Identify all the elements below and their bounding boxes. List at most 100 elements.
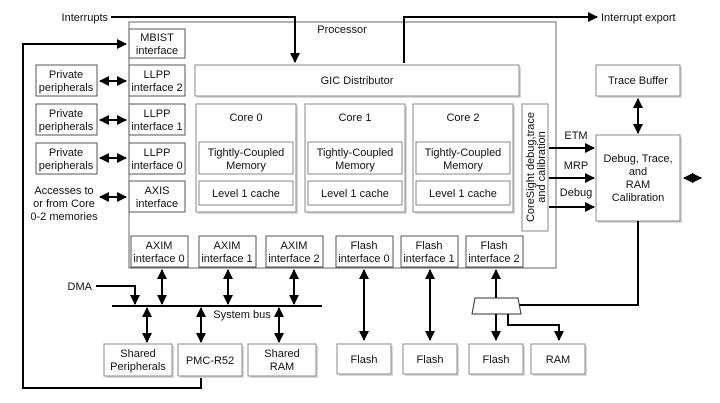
coresight-block: CoreSight debug,trace and calibration [521, 103, 549, 232]
calibration-mux-line [517, 221, 639, 306]
svg-text:Flash: Flash [416, 240, 443, 252]
svg-text:Memory: Memory [443, 160, 483, 172]
svg-text:CoreSight debug,trace: CoreSight debug,trace [525, 112, 537, 222]
flash-interface-2: Flash interface 2 [465, 235, 524, 268]
flash-2: Flash [468, 343, 525, 376]
llpp-interface-2: LLPP interface 2 [128, 64, 186, 97]
svg-text:Level 1 cache: Level 1 cache [429, 188, 497, 200]
svg-text:Tightly-Coupled: Tightly-Coupled [425, 147, 502, 159]
core-0: Core 0 Tightly-Coupled Memory Level 1 ca… [195, 103, 298, 214]
mbist-loop-arrow [22, 39, 202, 389]
svg-text:Private: Private [49, 69, 83, 81]
interrupt-export-arrow [403, 12, 598, 63]
svg-text:peripherals: peripherals [39, 82, 94, 94]
svg-text:interface 2: interface 2 [468, 253, 519, 265]
shared-peripherals: Shared Peripherals [103, 343, 174, 378]
ram: RAM [530, 343, 587, 376]
svg-text:interface 0: interface 0 [338, 253, 389, 265]
pmc-r52: PMC-R52 [177, 343, 244, 378]
svg-text:LLPP: LLPP [144, 147, 171, 159]
svg-text:Peripherals: Peripherals [110, 361, 166, 373]
svg-text:Level 1 cache: Level 1 cache [212, 188, 280, 200]
svg-text:LLPP: LLPP [144, 69, 171, 81]
debug-label: Debug [560, 187, 592, 199]
svg-text:interface 1: interface 1 [403, 253, 454, 265]
svg-text:Tightly-Coupled: Tightly-Coupled [317, 147, 394, 159]
svg-text:Core 2: Core 2 [446, 112, 479, 124]
mbist-interface: MBIST interface [128, 28, 186, 59]
axis-interface: AXIS interface [128, 180, 186, 213]
svg-text:Flash: Flash [481, 240, 508, 252]
svg-text:Shared: Shared [120, 348, 155, 360]
svg-text:Level 1 cache: Level 1 cache [321, 188, 389, 200]
dma-arrow [96, 285, 140, 305]
axim-interface-0: AXIM interface 0 [130, 235, 189, 268]
private-peripherals-0: Private peripherals [35, 142, 98, 175]
interrupts-label: Interrupts [62, 12, 109, 24]
shared-ram: Shared RAM [247, 343, 318, 378]
private-peripherals-2: Private peripherals [35, 64, 98, 97]
svg-text:GIC Distributor: GIC Distributor [321, 75, 394, 87]
svg-text:interface: interface [136, 45, 178, 57]
llpp-interface-0: LLPP interface 0 [128, 142, 186, 175]
svg-text:interface 2: interface 2 [268, 253, 319, 265]
svg-text:AXIM: AXIM [281, 240, 308, 252]
svg-text:AXIM: AXIM [214, 240, 241, 252]
svg-text:AXIS: AXIS [144, 185, 169, 197]
debug-trace-calibration: Debug, Trace, and RAM Calibration [595, 134, 682, 223]
svg-text:peripherals: peripherals [39, 121, 94, 133]
flash-interface-1: Flash interface 1 [400, 235, 459, 268]
svg-text:Memory: Memory [226, 160, 266, 172]
svg-text:Core 0: Core 0 [229, 112, 262, 124]
axim-interface-1: AXIM interface 1 [198, 235, 257, 268]
svg-text:interface 0: interface 0 [131, 160, 182, 172]
mrp-label: MRP [564, 160, 588, 172]
svg-text:Accesses to: Accesses to [34, 185, 93, 197]
svg-text:or from Core: or from Core [33, 198, 95, 210]
svg-text:interface 1: interface 1 [201, 253, 252, 265]
svg-text:interface: interface [136, 198, 178, 210]
flash-1: Flash [402, 343, 459, 376]
trace-buffer: Trace Buffer [595, 64, 682, 98]
etm-label: ETM [564, 130, 587, 142]
svg-text:Tightly-Coupled: Tightly-Coupled [208, 147, 285, 159]
llpp-interface-1: LLPP interface 1 [128, 103, 186, 136]
svg-text:Flash: Flash [351, 240, 378, 252]
core-1: Core 1 Tightly-Coupled Memory Level 1 ca… [304, 103, 407, 214]
svg-text:AXIM: AXIM [146, 240, 173, 252]
mux-ram-arrow [507, 314, 564, 341]
processor-label: Processor [317, 24, 367, 36]
svg-text:RAM: RAM [626, 179, 650, 191]
interrupts-arrow [111, 16, 300, 63]
flash-interface-0: Flash interface 0 [335, 235, 394, 268]
svg-text:Memory: Memory [335, 160, 375, 172]
svg-text:LLPP: LLPP [144, 108, 171, 120]
svg-text:interface 1: interface 1 [131, 121, 182, 133]
svg-text:Private: Private [49, 108, 83, 120]
system-bus-label: System bus [213, 309, 271, 321]
svg-text:Calibration: Calibration [612, 192, 665, 204]
dma-label: DMA [68, 281, 93, 293]
svg-text:Flash: Flash [483, 354, 510, 366]
svg-text:and: and [629, 166, 647, 178]
svg-text:and calibration: and calibration [536, 131, 548, 203]
interrupt-export-label: Interrupt export [601, 12, 676, 24]
svg-text:Trace Buffer: Trace Buffer [608, 75, 668, 87]
svg-text:peripherals: peripherals [39, 160, 94, 172]
gic-distributor: GIC Distributor [194, 64, 521, 98]
flash-0: Flash [336, 343, 393, 376]
svg-text:RAM: RAM [546, 354, 570, 366]
svg-text:0-2 memories: 0-2 memories [30, 211, 98, 223]
svg-text:Debug, Trace,: Debug, Trace, [603, 153, 672, 165]
svg-text:interface 0: interface 0 [133, 253, 184, 265]
svg-text:Flash: Flash [351, 354, 378, 366]
svg-text:PMC-R52: PMC-R52 [186, 355, 234, 367]
svg-text:MBIST: MBIST [140, 32, 174, 44]
svg-text:Flash: Flash [417, 354, 444, 366]
svg-text:RAM: RAM [270, 361, 294, 373]
private-peripherals-1: Private peripherals [35, 103, 98, 136]
svg-text:Shared: Shared [264, 348, 299, 360]
svg-text:interface 2: interface 2 [131, 82, 182, 94]
accesses-label: Accesses to or from Core 0-2 memories [30, 185, 98, 223]
